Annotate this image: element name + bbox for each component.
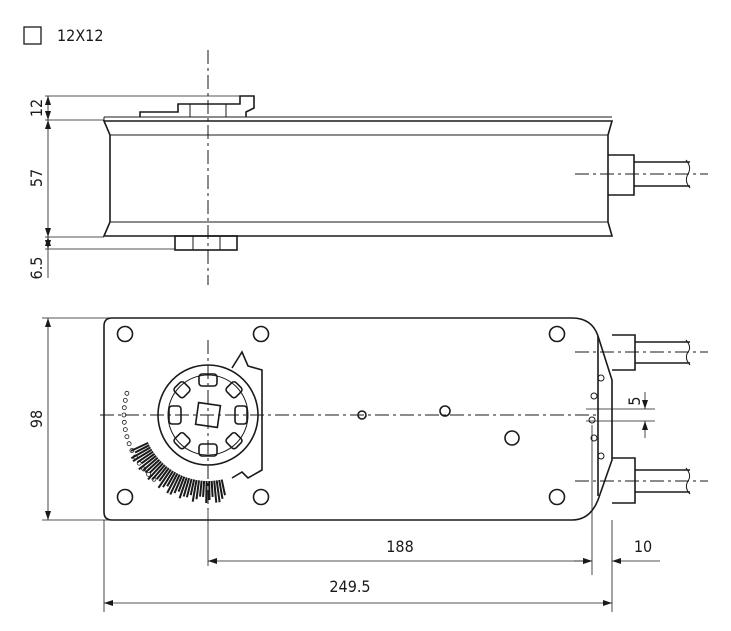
scale-tick xyxy=(210,480,214,497)
mounting-hole xyxy=(116,488,134,506)
hub-slot xyxy=(173,380,191,399)
scale-tick xyxy=(220,479,226,496)
plan-outline xyxy=(103,317,613,521)
hub-inner xyxy=(167,374,249,456)
center-hole xyxy=(504,430,520,446)
mounting-hole xyxy=(116,325,134,343)
hub-slot xyxy=(198,443,218,457)
dim-shaft-to-end: 188 xyxy=(386,537,413,556)
end-hole xyxy=(588,416,596,424)
mounting-hole xyxy=(252,325,270,343)
scale-dot xyxy=(121,419,127,425)
bottom-boss xyxy=(174,235,238,251)
end-hole xyxy=(590,392,598,400)
scale-dot xyxy=(124,390,130,396)
mounting-hole xyxy=(548,325,566,343)
scale-tick xyxy=(158,467,170,482)
cable-break xyxy=(685,339,691,366)
end-hole xyxy=(590,434,598,442)
scale-dot xyxy=(121,412,127,418)
scale-tick xyxy=(177,476,186,492)
scale-tick xyxy=(173,475,183,494)
scale-dot xyxy=(146,471,152,477)
cable-gland xyxy=(608,154,690,196)
dim-overall-length: 249.5 xyxy=(329,577,370,596)
scale-tick xyxy=(191,479,198,502)
hub-slot xyxy=(225,380,243,399)
scale-tick xyxy=(138,455,157,471)
scale-dot xyxy=(126,441,132,447)
scale-tick xyxy=(182,477,191,497)
scale-dot xyxy=(121,405,127,411)
top-bracket xyxy=(139,95,255,117)
dim-end-offset: 10 xyxy=(634,537,652,556)
scale-tick xyxy=(166,471,177,487)
cable-break xyxy=(685,159,691,189)
hub-slot xyxy=(234,405,248,425)
hub-lever xyxy=(231,350,263,479)
scale-tick xyxy=(218,479,224,499)
dim-hole-spacing: 5 xyxy=(625,396,644,405)
hub-slot xyxy=(168,405,182,425)
scale-tick xyxy=(199,480,203,497)
square-shaft-socket xyxy=(194,401,222,429)
mounting-hole xyxy=(252,488,270,506)
end-hole xyxy=(597,452,605,460)
scale-tick xyxy=(134,444,150,454)
hub-outer xyxy=(157,364,259,466)
hub-slot xyxy=(173,431,191,450)
scale-tick xyxy=(169,474,181,495)
top-view: 5 98 188 10 249.5 xyxy=(27,317,708,612)
side-view: 12 57 6.5 xyxy=(27,50,708,285)
scale-dot xyxy=(122,397,128,403)
square-icon xyxy=(23,26,42,45)
scale-tick xyxy=(213,480,218,503)
center-hole xyxy=(439,405,451,417)
scale-tick xyxy=(156,465,168,480)
scale-tick xyxy=(215,480,221,503)
cable-break xyxy=(685,467,691,495)
scale-tick xyxy=(149,460,162,474)
scale-tick xyxy=(162,470,174,488)
actuator-body xyxy=(102,120,614,237)
scale-tick xyxy=(151,464,166,480)
scale-tick xyxy=(132,448,153,462)
dim-width: 98 xyxy=(27,410,46,428)
scale-tick xyxy=(141,452,156,465)
scale-tick xyxy=(189,479,196,496)
scale-dot xyxy=(122,427,128,433)
hub-slot xyxy=(225,431,243,450)
mounting-hole xyxy=(548,488,566,506)
scale-tick xyxy=(178,477,188,499)
scale-tick xyxy=(202,480,206,497)
legend-text: 12X12 xyxy=(57,26,103,45)
dim-bottom-flange: 6.5 xyxy=(27,257,46,280)
scale-tick xyxy=(185,478,193,498)
hub-slot xyxy=(198,373,218,387)
angle-scale xyxy=(121,390,226,504)
dim-body-height: 57 xyxy=(27,169,46,187)
scale-tick xyxy=(195,480,200,500)
scale-tick xyxy=(130,446,151,460)
center-hole xyxy=(357,410,367,420)
scale-tick xyxy=(136,450,154,464)
dim-top-flange: 12 xyxy=(27,99,46,117)
scale-tick xyxy=(147,462,164,481)
scale-dot xyxy=(124,434,130,440)
end-hole xyxy=(597,374,605,382)
scale-tick xyxy=(166,473,179,494)
scale-tick xyxy=(144,458,161,474)
scale-tick xyxy=(130,441,149,452)
scale-tick xyxy=(157,469,172,489)
scale-tick xyxy=(142,457,159,471)
legend: 12X12 xyxy=(23,26,103,45)
drive-hub xyxy=(157,350,263,479)
